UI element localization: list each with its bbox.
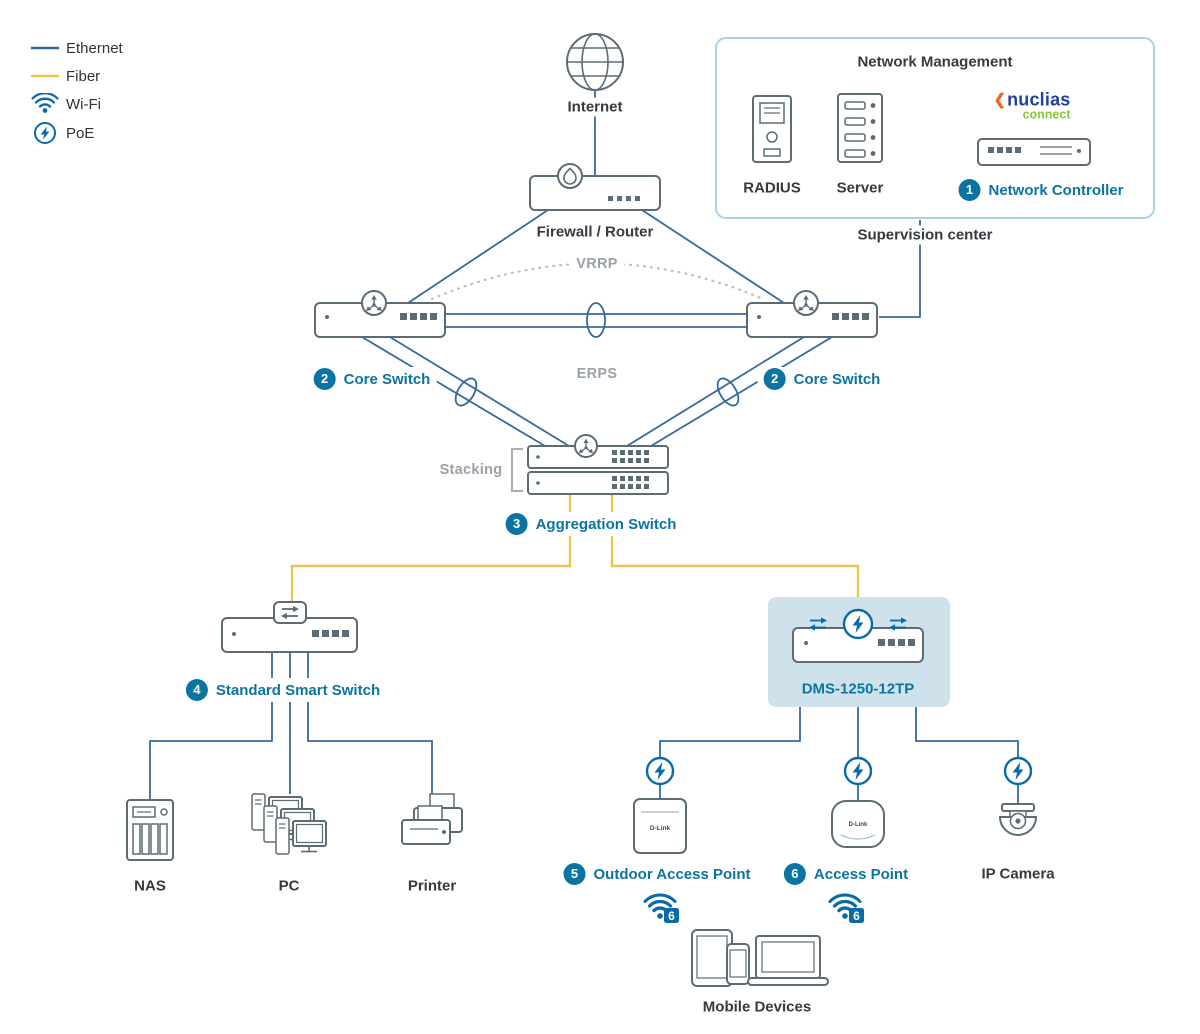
access-point-icon: D-Link	[831, 800, 885, 848]
badge-1: 1	[958, 179, 981, 201]
link-smart-printer	[307, 652, 433, 794]
network-controller-label: 1 Network Controller	[958, 179, 1124, 201]
wifi6-number: 6	[853, 909, 860, 923]
ethernet-line-icon	[30, 44, 60, 52]
link-smart-nas	[149, 652, 273, 800]
legend-item-wifi: Wi-Fi	[30, 91, 101, 117]
stacking-label: Stacking	[439, 462, 503, 478]
link-core-right-agg-1	[650, 336, 833, 447]
core-switch-left-icon	[314, 290, 446, 338]
radius-server-icon	[752, 95, 792, 163]
nuclias-connect-wordmark: connect	[1022, 107, 1071, 122]
network-management-box	[715, 37, 1155, 219]
supervision-center-label: Supervision center	[851, 225, 999, 245]
link-core-left-agg-2	[389, 336, 570, 447]
core-switch-right-icon	[746, 290, 878, 338]
link-firewall-core-left	[407, 209, 549, 304]
firewall-label: Firewall / Router	[536, 223, 654, 241]
mobile-devices-icon	[691, 929, 829, 987]
badge-3: 3	[505, 513, 528, 535]
link-core-right-supervision	[879, 220, 921, 318]
stacking-bracket-icon	[511, 448, 523, 492]
radius-label: RADIUS	[743, 179, 801, 197]
ip-camera-icon	[998, 803, 1038, 836]
legend-label-wifi-fiber: Fiber	[66, 67, 101, 85]
internet-label: Internet	[561, 97, 629, 117]
pc-icon	[251, 793, 327, 855]
nuclias-connect-logo: ❮ nuclias connect	[993, 90, 1070, 121]
smart-switch-icon	[221, 601, 358, 653]
server-label: Server	[836, 179, 884, 197]
nuclias-chevron-icon: ❮	[993, 91, 1007, 109]
ip-camera-label: IP Camera	[981, 865, 1055, 883]
wifi6-icon-outdoor: 6	[643, 893, 679, 923]
access-point-label: 6 Access Point	[783, 863, 908, 885]
badge-6: 6	[783, 863, 806, 885]
nas-icon	[126, 799, 174, 861]
wifi6-icon-indoor: 6	[828, 893, 864, 923]
badge-5: 5	[563, 863, 586, 885]
server-icon	[837, 93, 883, 163]
lag-ellipse-right	[716, 377, 740, 407]
legend-label-ethernet: Ethernet	[66, 39, 123, 57]
printer-icon	[401, 793, 463, 845]
wifi-icon	[30, 93, 60, 115]
nas-label: NAS	[134, 877, 166, 895]
poe-icon	[30, 121, 60, 145]
poe-icon-outdoor-ap	[645, 756, 675, 786]
aggregation-switch-icon	[527, 434, 669, 495]
erps-label: ERPS	[576, 366, 618, 382]
legend-label-poe: PoE	[66, 124, 95, 142]
aggregation-switch-label: 3 Aggregation Switch	[499, 512, 683, 536]
printer-label: Printer	[407, 877, 457, 895]
lag-ellipse-core	[586, 302, 606, 338]
fiber-agg-dms	[610, 494, 860, 597]
legend-item-fiber: Fiber	[30, 63, 100, 89]
mobile-devices-label: Mobile Devices	[702, 998, 812, 1016]
poe-icon-ip-camera	[1003, 756, 1033, 786]
legend-item-poe: PoE	[30, 120, 94, 146]
nuclias-wordmark: nuclias	[1007, 89, 1071, 110]
poe-downlinks	[659, 707, 1019, 804]
badge-4: 4	[185, 679, 208, 701]
network-controller-icon	[977, 138, 1091, 166]
badge-2: 2	[763, 368, 786, 390]
internet-icon	[566, 33, 624, 91]
smart-switch-label: 4 Standard Smart Switch	[179, 678, 387, 702]
firewall-icon	[529, 163, 661, 211]
link-firewall-core-right	[641, 209, 785, 304]
badge-2: 2	[313, 368, 336, 390]
vrrp-label: VRRP	[570, 255, 624, 273]
wifi6-number: 6	[668, 909, 675, 923]
fiber-line-icon	[30, 72, 60, 80]
link-dms-outdoor-ap	[659, 707, 801, 757]
outdoor-ap-icon: D-Link	[633, 798, 687, 854]
link-core-left-agg-1	[361, 336, 546, 447]
legend-item-ethernet: Ethernet	[30, 35, 123, 61]
dms-label: DMS-1250-12TP	[801, 680, 915, 698]
outdoor-ap-brand-mark: D-Link	[650, 825, 671, 832]
legend-label-wifi: Wi-Fi	[66, 95, 101, 113]
link-core-right-agg-2	[626, 336, 805, 447]
core-switch-left-label: 2 Core Switch	[307, 367, 437, 391]
vrrp-arc	[430, 262, 765, 301]
outdoor-ap-label: 5 Outdoor Access Point	[563, 863, 750, 885]
lag-ellipse-left	[454, 377, 478, 407]
access-point-brand-mark: D-Link	[849, 822, 868, 828]
poe-icon-access-point	[843, 756, 873, 786]
pc-label: PC	[278, 877, 300, 895]
network-management-title: Network Management	[857, 53, 1013, 71]
core-switch-right-label: 2 Core Switch	[757, 367, 887, 391]
link-dms-ip-camera	[915, 707, 1019, 757]
dms-switch-icon	[792, 608, 924, 663]
